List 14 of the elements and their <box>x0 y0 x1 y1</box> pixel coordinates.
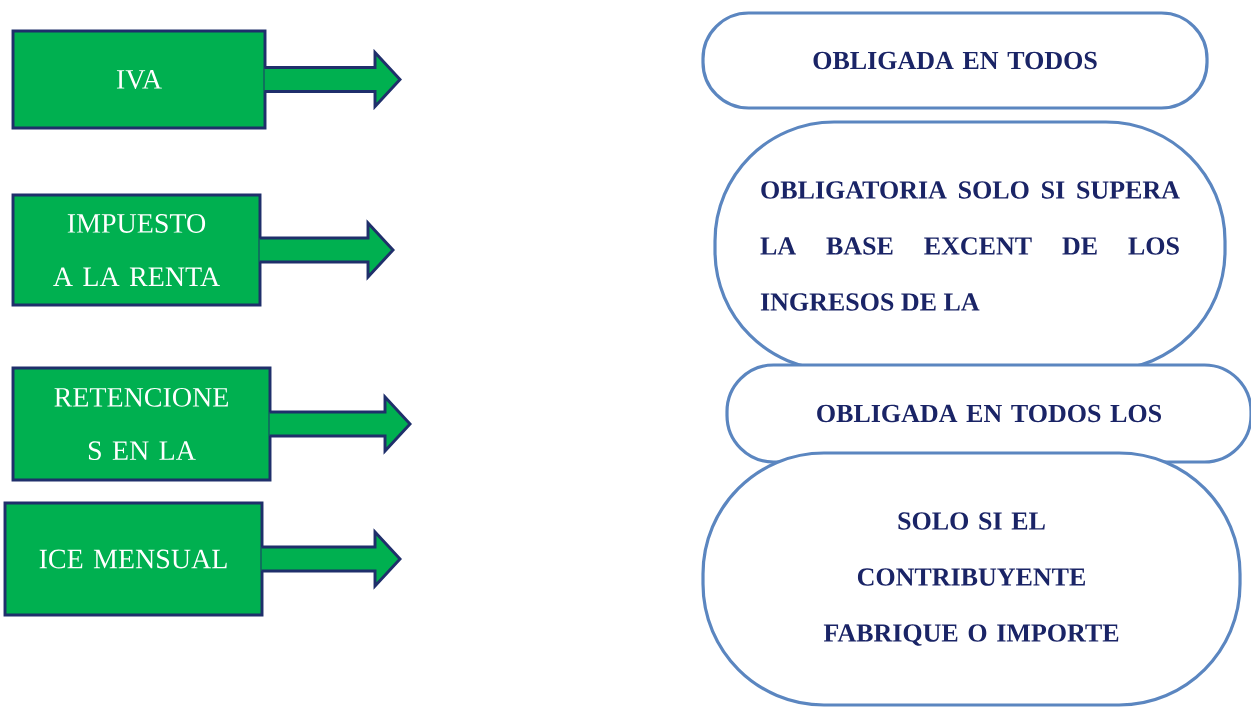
rounded-box: OBLIGADA EN TODOS LOS <box>725 363 1251 464</box>
label-box: ICE MENSUAL <box>3 501 264 617</box>
block-arrow <box>268 393 412 455</box>
block-arrow <box>260 528 402 590</box>
label-box: IVA <box>11 29 267 130</box>
rounded-box: OBLIGATORIA SOLO SI SUPERA LA BASE EXCENT DE LOS INGRESOS DE LA <box>713 120 1227 372</box>
label-box: IMPUESTO A LA RENTA <box>11 193 262 307</box>
node-label: OBLIGADA EN TODOS LOS <box>817 404 1161 423</box>
block-arrow <box>263 48 402 111</box>
node-label: SOLO SI EL CONTRIBUYENTE FABRIQUE O IMPORTE <box>823 512 1119 646</box>
block-arrow <box>258 219 395 281</box>
rounded-box: SOLO SI EL CONTRIBUYENTE FABRIQUE O IMPORTE <box>701 451 1242 707</box>
label-box: RETENCIONE S EN LA <box>11 366 272 482</box>
rounded-box: OBLIGADA EN TODOS <box>701 11 1209 110</box>
